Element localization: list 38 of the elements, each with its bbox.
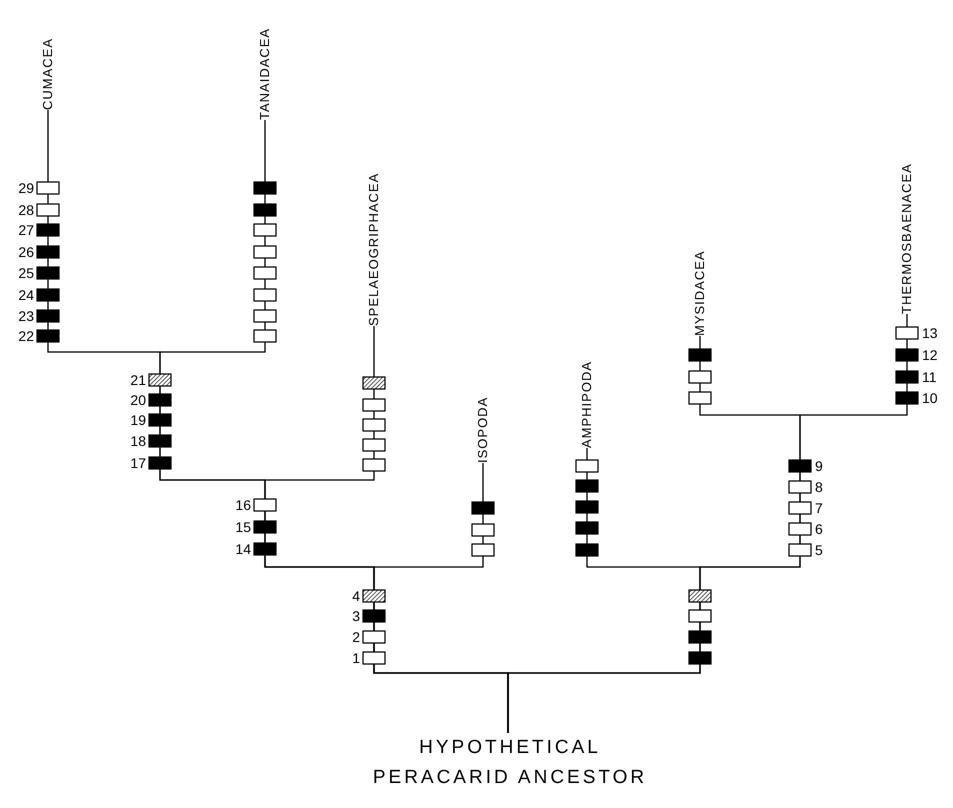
character-number: 20 (130, 393, 146, 407)
character-number: 5 (815, 543, 823, 557)
taxon-label: SPELAEOGRIPHACEA (366, 172, 382, 326)
character-number: 25 (18, 266, 34, 280)
character-number: 2 (352, 630, 360, 644)
character-number: 3 (352, 609, 360, 623)
character-number: 19 (130, 413, 146, 427)
character-number: 9 (815, 459, 823, 473)
branch-line (507, 314, 908, 733)
character-number: 17 (130, 456, 146, 470)
taxon-label: AMPHIPODA (579, 360, 595, 448)
taxon-label: TANAIDACEA (257, 28, 273, 120)
character-number: 21 (130, 373, 146, 387)
character-number: 26 (18, 245, 34, 259)
character-number: 24 (18, 288, 34, 302)
character-number: 6 (815, 522, 823, 536)
taxon-label: CUMACEA (40, 38, 56, 110)
character-number: 29 (18, 181, 34, 195)
character-number: 13 (922, 326, 938, 340)
character-number: 15 (235, 520, 251, 534)
character-number: 8 (815, 480, 823, 494)
character-number: 12 (922, 348, 938, 362)
character-number: 11 (922, 370, 937, 384)
taxon-label: MYSIDACEA (692, 250, 708, 336)
character-number: 7 (815, 501, 823, 515)
character-number: 14 (235, 542, 251, 556)
character-number: 4 (352, 589, 360, 603)
character-number: 23 (18, 309, 34, 323)
character-number: 22 (18, 329, 34, 343)
character-number: 28 (18, 203, 34, 217)
character-number: 1 (352, 651, 360, 665)
character-number: 16 (235, 498, 251, 512)
character-number: 18 (130, 434, 146, 448)
taxon-label: THERMOSBAENACEA (899, 163, 915, 314)
character-number: 10 (922, 391, 938, 405)
character-number: 27 (18, 223, 34, 237)
taxon-label: ISOPODA (475, 396, 491, 463)
ancestor-label: HYPOTHETICAL PERACARID ANCESTOR (360, 733, 660, 793)
